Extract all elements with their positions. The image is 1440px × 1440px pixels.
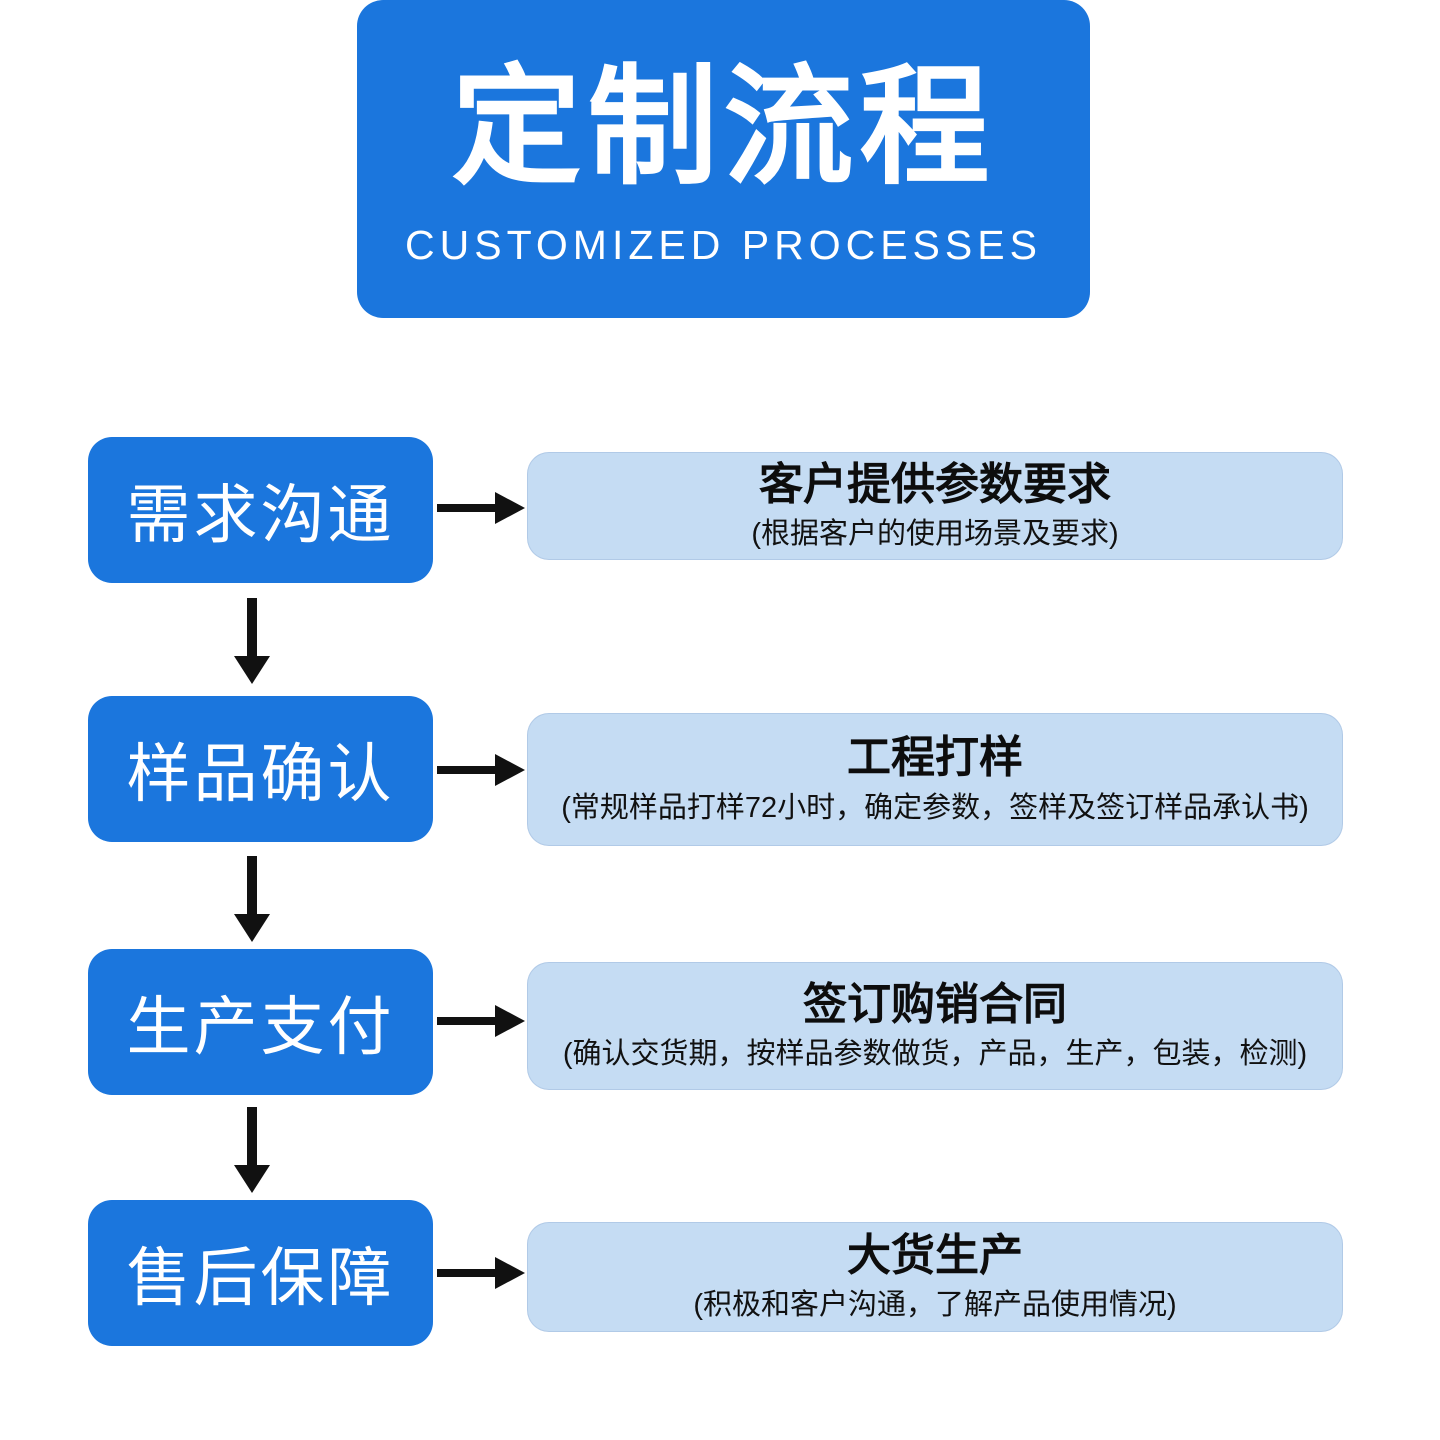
detail-title-after-sales: 大货生产 <box>847 1230 1023 1280</box>
detail-title-sample-confirmation: 工程打样 <box>847 733 1023 783</box>
arrow-down-icon <box>232 1107 272 1193</box>
step-label-requirements: 需求沟通 <box>126 479 395 551</box>
step-box-production-payment: 生产支付 <box>88 949 433 1095</box>
arrow-down-icon <box>232 598 272 684</box>
arrow-down-icon <box>234 598 270 684</box>
detail-subtitle-sample-confirmation: (常规样品打样72小时，确定参数，签样及签订样品承认书) <box>561 791 1309 824</box>
detail-subtitle-production-payment: (确认交货期，按样品参数做货，产品，生产，包装，检测) <box>562 1038 1308 1071</box>
arrow-right-icon <box>437 1005 525 1037</box>
step-label-production-payment: 生产支付 <box>126 991 395 1063</box>
page-title: 定制流程 <box>451 54 996 201</box>
step-label-sample-confirmation: 样品确认 <box>126 738 395 810</box>
arrow-down-icon <box>234 1107 270 1193</box>
arrow-right-icon <box>437 486 525 530</box>
arrow-right-icon <box>437 999 525 1043</box>
step-box-requirements: 需求沟通 <box>88 437 433 583</box>
arrow-right-icon <box>437 754 525 786</box>
detail-card-production-payment: 签订购销合同 (确认交货期，按样品参数做货，产品，生产，包装，检测) <box>527 962 1343 1090</box>
detail-card-after-sales: 大货生产 (积极和客户沟通，了解产品使用情况) <box>527 1222 1343 1332</box>
arrow-right-icon <box>437 492 525 524</box>
step-label-after-sales: 售后保障 <box>126 1242 395 1314</box>
detail-card-requirements: 客户提供参数要求 (根据客户的使用场景及要求) <box>527 452 1343 560</box>
arrow-right-icon <box>437 1257 525 1289</box>
detail-subtitle-after-sales: (积极和客户沟通，了解产品使用情况) <box>693 1289 1177 1322</box>
page-subtitle: CUSTOMIZED PROCESSES <box>405 221 1042 268</box>
step-box-after-sales: 售后保障 <box>88 1200 433 1346</box>
arrow-down-icon <box>232 856 272 942</box>
detail-card-sample-confirmation: 工程打样 (常规样品打样72小时，确定参数，签样及签订样品承认书) <box>527 713 1343 846</box>
header-banner: 定制流程 CUSTOMIZED PROCESSES <box>357 0 1090 318</box>
detail-title-production-payment: 签订购销合同 <box>803 979 1067 1029</box>
detail-title-requirements: 客户提供参数要求 <box>759 459 1111 509</box>
arrow-down-icon <box>234 856 270 942</box>
detail-subtitle-requirements: (根据客户的使用场景及要求) <box>751 518 1119 551</box>
arrow-right-icon <box>437 1251 525 1295</box>
arrow-right-icon <box>437 748 525 792</box>
step-box-sample-confirmation: 样品确认 <box>88 696 433 842</box>
